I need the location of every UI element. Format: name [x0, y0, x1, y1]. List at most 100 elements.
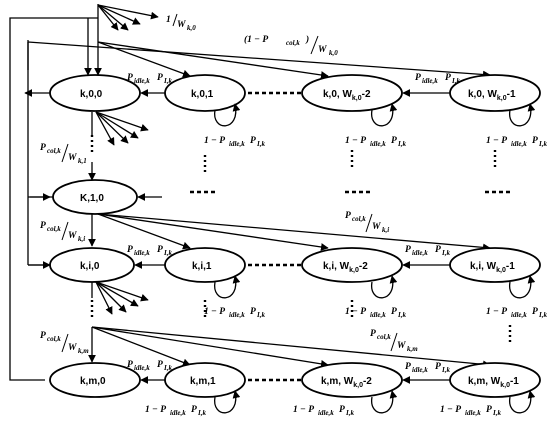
svg-text:I,k: I,k	[441, 249, 450, 257]
svg-text:k,m: k,m	[78, 347, 89, 355]
svg-text:k,m,0: k,m,0	[80, 376, 106, 387]
label-col-km: P col,k W k,m	[40, 331, 89, 355]
svg-text:P: P	[345, 211, 351, 221]
svg-text:P: P	[435, 245, 441, 255]
svg-text:I,k: I,k	[397, 311, 406, 319]
svg-text:P: P	[191, 405, 197, 415]
fan-r0	[88, 111, 149, 181]
svg-text:1 − P: 1 − P	[204, 307, 225, 317]
svg-text:I,k: I,k	[256, 311, 265, 319]
svg-text:k,0, Wk,0-1: k,0, Wk,0-1	[468, 89, 516, 102]
svg-text:I,k: I,k	[345, 409, 354, 417]
svg-text:P: P	[250, 307, 256, 317]
rm-long-edge-2	[91, 326, 329, 368]
svg-text:idle,k: idle,k	[318, 409, 334, 417]
svg-text:I,k: I,k	[397, 140, 406, 148]
svg-text:col,k: col,k	[377, 333, 391, 341]
svg-text:k,0,1: k,0,1	[191, 89, 214, 100]
svg-text:idle,k: idle,k	[412, 249, 428, 257]
svg-text:P: P	[415, 73, 421, 83]
svg-text:1 − P: 1 − P	[345, 307, 366, 317]
svg-text:k,i,0: k,i,0	[80, 261, 100, 272]
svg-text:P: P	[532, 136, 538, 146]
top-col-label: (1 − P col,k ) W k,0	[244, 34, 338, 57]
ri-long-edge-2	[97, 213, 329, 251]
svg-text:P: P	[157, 360, 163, 370]
row-1: K,1,0	[30, 179, 510, 215]
top-prob-label: 1 W k,0	[166, 13, 196, 32]
svg-text:P: P	[40, 143, 46, 153]
svg-text:idle,k: idle,k	[134, 249, 150, 257]
svg-text:): )	[305, 34, 309, 45]
svg-text:P: P	[405, 245, 411, 255]
svg-text:P: P	[127, 360, 133, 370]
self-loop-ric1	[214, 275, 241, 299]
ri-long-edge-3	[97, 213, 191, 250]
svg-text:P: P	[40, 331, 46, 341]
self-loop-rmc1	[214, 390, 241, 414]
svg-text:P: P	[435, 362, 441, 372]
label-rm-idle: P idle,k P I,k	[127, 360, 172, 372]
svg-text:1 − P: 1 − P	[486, 136, 507, 146]
svg-text:K,1,0: K,1,0	[80, 193, 104, 204]
label-rm-selfloop-2: 1 − P idle,k P I,k	[293, 405, 354, 417]
label-col-km-long: P col,k W k,m	[370, 329, 418, 353]
top-long-edge-3	[97, 41, 191, 78]
svg-text:I,k: I,k	[492, 409, 501, 417]
rm-long-edge-1	[91, 326, 491, 369]
svg-text:idle,k: idle,k	[370, 140, 386, 148]
svg-text:idle,k: idle,k	[511, 140, 527, 148]
svg-text:idle,k: idle,k	[134, 77, 150, 85]
row-i: k,i,0 k,i,1 k,i, Wk,0-2 k,i, Wk,0-1 P id…	[28, 245, 547, 319]
svg-text:idle,k: idle,k	[511, 311, 527, 319]
svg-text:idle,k: idle,k	[370, 311, 386, 319]
self-loop-ric3	[509, 275, 536, 299]
row-0: k,0,0 k,0,1 k,0, Wk,0-2 k,0, Wk,0-1 P id…	[24, 73, 547, 148]
label-rm-selfloop-1: 1 − P idle,k P I,k	[145, 405, 206, 417]
label-col-k1: P col,k W k,1	[40, 143, 87, 165]
svg-text:I,k: I,k	[163, 364, 172, 372]
label-r0-idle-right: P idle,k P I,k	[415, 73, 460, 85]
svg-text:W: W	[397, 341, 406, 351]
svg-text:P: P	[391, 136, 397, 146]
svg-text:P: P	[40, 221, 46, 231]
svg-text:k,0, Wk,0-2: k,0, Wk,0-2	[323, 89, 371, 102]
svg-text:idle,k: idle,k	[134, 364, 150, 372]
svg-text:1: 1	[166, 15, 171, 25]
svg-text:k,1: k,1	[78, 157, 87, 165]
svg-text:idle,k: idle,k	[412, 366, 428, 374]
self-loop-rmc2	[371, 390, 398, 414]
svg-text:col,k: col,k	[47, 335, 61, 343]
svg-text:W: W	[372, 222, 381, 232]
svg-text:k,0,0: k,0,0	[80, 89, 103, 100]
label-r0-selfloop-3: 1 − P idle,k P I,k	[486, 136, 547, 148]
svg-text:P: P	[127, 245, 133, 255]
svg-text:k,0: k,0	[187, 24, 196, 32]
svg-text:P: P	[157, 245, 163, 255]
svg-text:k,i, Wk,0-2: k,i, Wk,0-2	[323, 261, 368, 274]
svg-text:W: W	[68, 343, 77, 353]
state-k-m-0	[49, 362, 141, 398]
svg-text:1 − P: 1 − P	[204, 136, 225, 146]
state-k-i-w-2	[301, 247, 403, 283]
svg-text:(1 − P: (1 − P	[244, 34, 268, 45]
state-k-0-w-2	[301, 74, 403, 112]
feedback-loop-edge	[9, 17, 98, 381]
svg-text:I,k: I,k	[538, 140, 547, 148]
svg-text:I,k: I,k	[538, 311, 547, 319]
svg-text:1 − P: 1 − P	[145, 405, 166, 415]
svg-text:col,k: col,k	[352, 215, 366, 223]
self-loop-r0c3	[509, 103, 536, 127]
svg-text:k,0: k,0	[329, 49, 338, 57]
svg-text:idle,k: idle,k	[465, 409, 481, 417]
label-ri-idle: P idle,k P I,k	[127, 245, 172, 257]
self-loop-r0c2	[371, 103, 398, 127]
svg-text:col,k: col,k	[47, 147, 61, 155]
self-loop-r0c1	[214, 103, 241, 127]
rm-long-edge-3	[91, 326, 191, 367]
svg-text:I,k: I,k	[197, 409, 206, 417]
svg-text:P: P	[445, 73, 451, 83]
svg-text:1 − P: 1 − P	[345, 136, 366, 146]
state-k-m-w-2	[301, 362, 403, 398]
